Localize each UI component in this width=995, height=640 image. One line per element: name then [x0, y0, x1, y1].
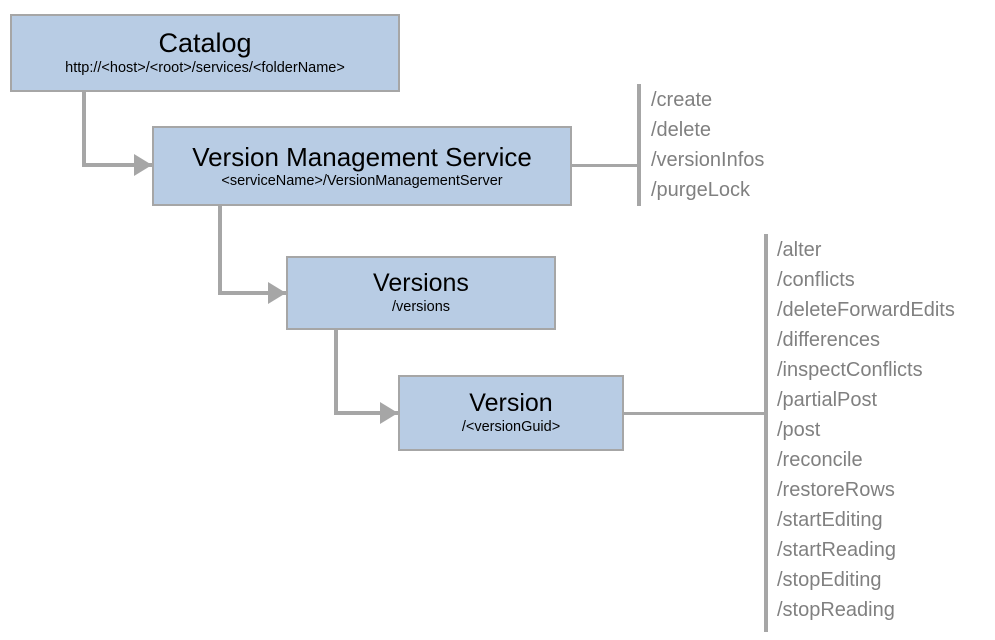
operation-item[interactable]: /reconcile — [777, 449, 863, 471]
operation-item[interactable]: /deleteForwardEdits — [777, 299, 955, 321]
node-version-subtitle: /<versionGuid> — [461, 419, 561, 436]
arrowhead-icon-catalog-to-service — [134, 154, 152, 176]
operation-item[interactable]: /restoreRows — [777, 479, 895, 501]
node-version[interactable]: Version /<versionGuid> — [398, 375, 624, 451]
operation-item[interactable]: /startReading — [777, 539, 896, 561]
operation-item[interactable]: /delete — [651, 119, 712, 141]
operation-item[interactable]: /post — [777, 419, 821, 441]
node-version-management-service-title: Version Management Service — [192, 141, 532, 172]
node-catalog-title: Catalog — [158, 28, 252, 59]
operation-item[interactable]: /alter — [777, 239, 822, 261]
operation-item[interactable]: /stopEditing — [777, 569, 882, 591]
node-versions-subtitle: /versions — [391, 299, 451, 316]
operation-item[interactable]: /conflicts — [777, 269, 855, 291]
operation-item[interactable]: /versionInfos — [651, 149, 765, 171]
connector-service-to-operations-line — [570, 164, 640, 167]
bracket-bar-version-operations — [764, 234, 768, 632]
connector-versions-to-version-vertical — [334, 330, 338, 412]
connector-versions-to-version-horizontal — [334, 411, 410, 415]
connector-version-to-operations-line — [622, 412, 768, 415]
node-versions[interactable]: Versions /versions — [286, 256, 556, 330]
operation-item[interactable]: /inspectConflicts — [777, 359, 923, 381]
operation-item[interactable]: /stopReading — [777, 599, 895, 621]
operation-list-service: /create /delete /versionInfos /purgeLock — [651, 85, 764, 205]
connector-service-to-versions-horizontal — [218, 291, 294, 295]
node-catalog[interactable]: Catalog http://<host>/<root>/services/<f… — [10, 14, 400, 92]
operation-item[interactable]: /create — [651, 89, 713, 111]
operation-item[interactable]: /purgeLock — [651, 179, 750, 201]
arrowhead-icon-service-to-versions — [268, 282, 286, 304]
node-version-management-service[interactable]: Version Management Service <serviceName>… — [152, 126, 572, 206]
node-versions-title: Versions — [373, 269, 469, 298]
connector-service-to-versions-vertical — [218, 206, 222, 291]
connector-catalog-to-service-vertical — [82, 92, 86, 164]
node-version-title: Version — [469, 389, 553, 418]
operation-list-version: /alter /conflicts /deleteForwardEdits /d… — [777, 235, 955, 625]
bracket-bar-service-operations — [637, 84, 641, 206]
connector-catalog-to-service-horizontal — [82, 163, 160, 167]
operation-item[interactable]: /differences — [777, 329, 881, 351]
arrowhead-icon-versions-to-version — [380, 402, 398, 424]
node-version-management-service-subtitle: <serviceName>/VersionManagementServer — [221, 172, 503, 189]
node-catalog-subtitle: http://<host>/<root>/services/<folderNam… — [65, 60, 345, 77]
operation-item[interactable]: /startEditing — [777, 509, 883, 531]
operation-item[interactable]: /partialPost — [777, 389, 878, 411]
